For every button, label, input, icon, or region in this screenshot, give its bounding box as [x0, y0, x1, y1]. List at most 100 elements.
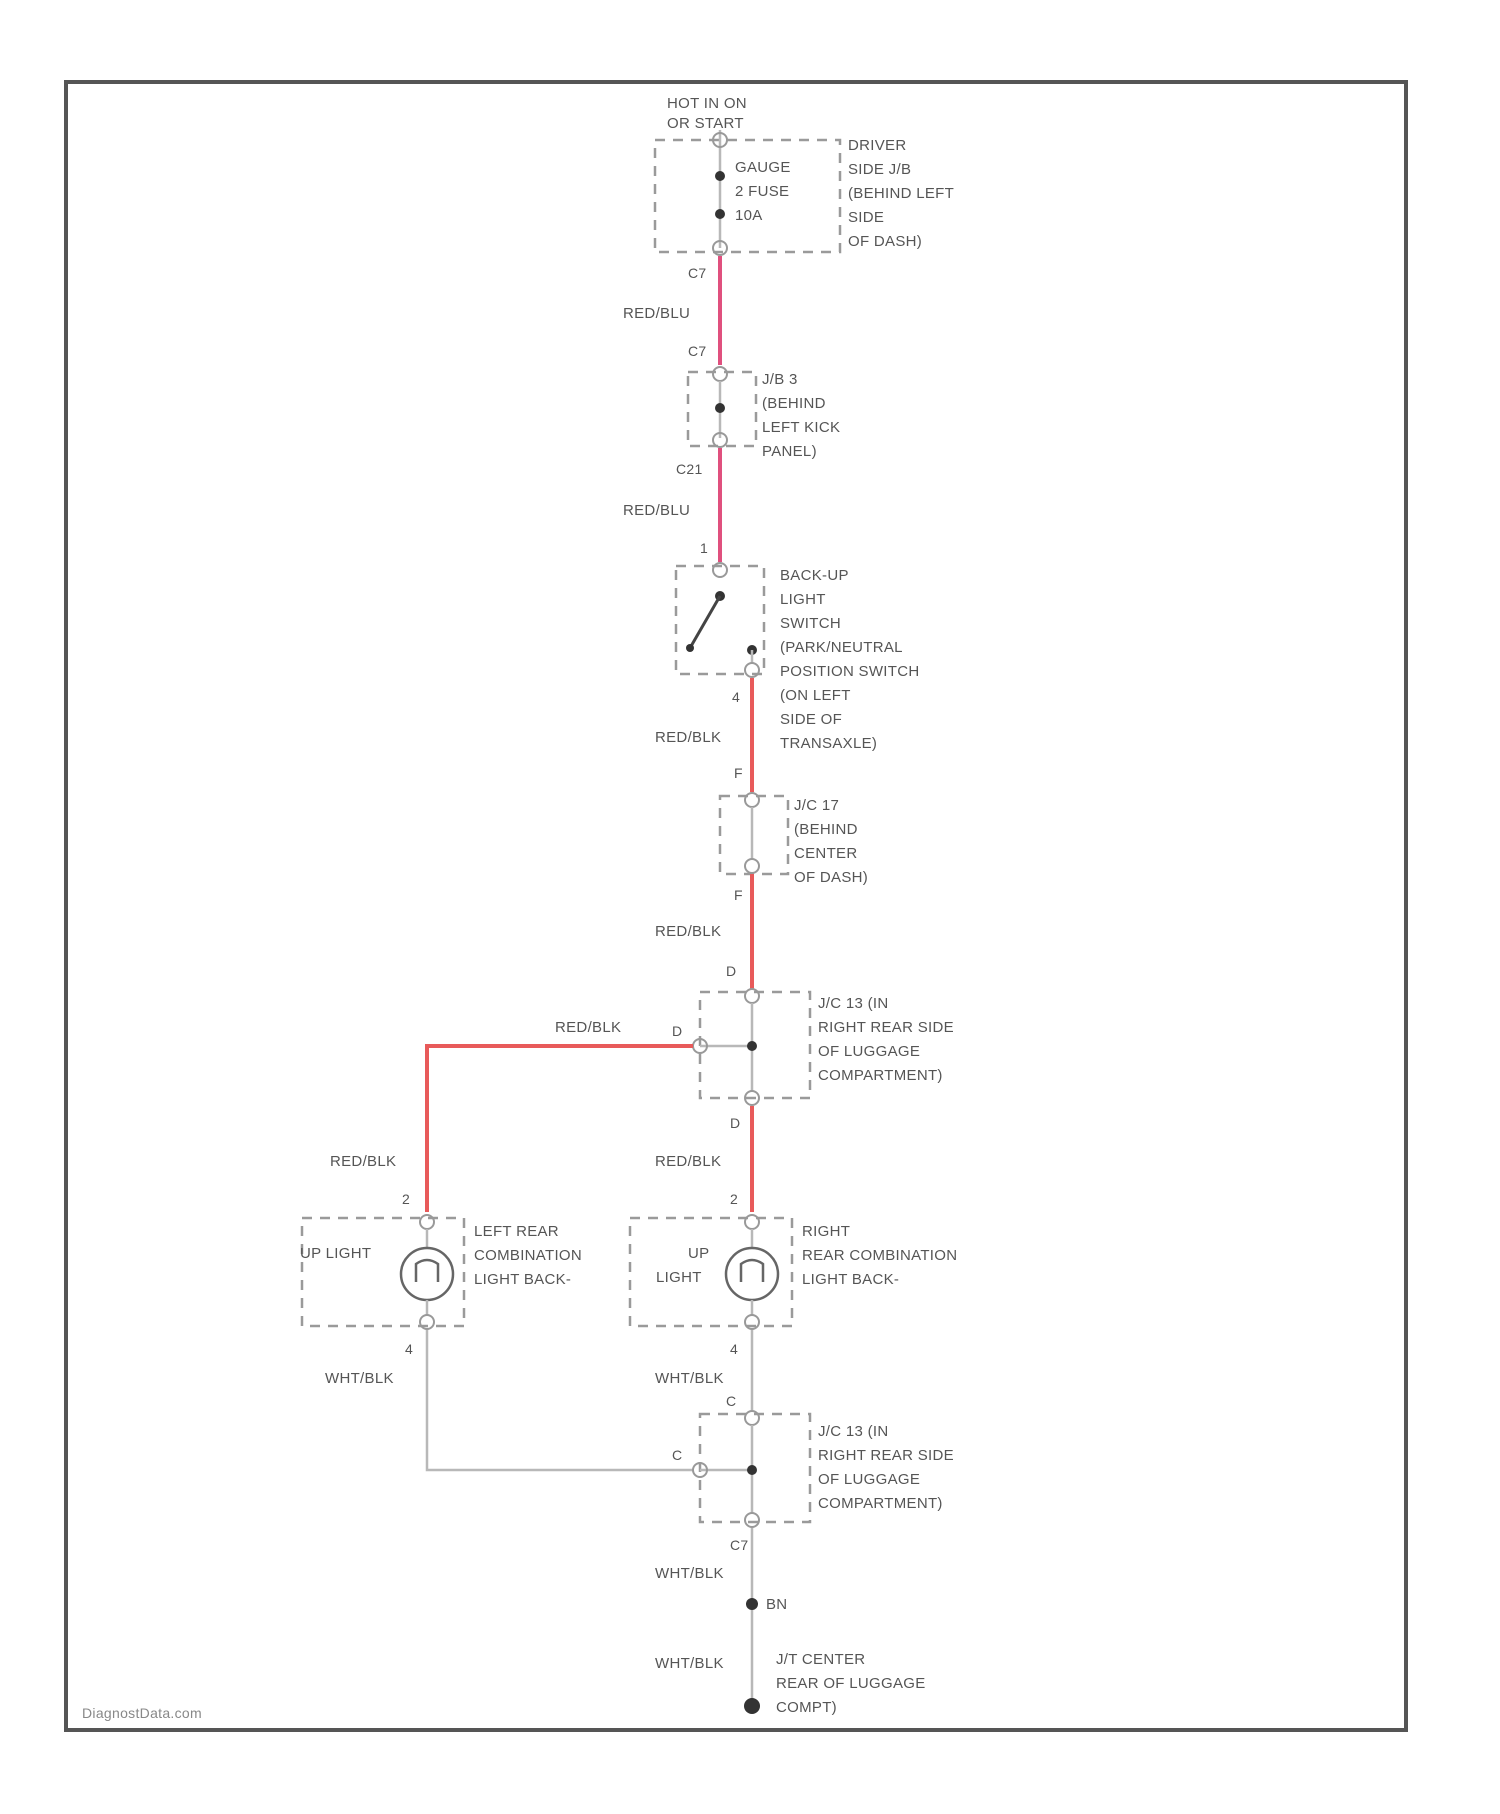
- jc13-upper-label-line-2: RIGHT REAR SIDE: [818, 1019, 954, 1036]
- jc17-top-terminal: [745, 793, 759, 807]
- jc13-upper-label-line-1: J/C 13 (IN: [818, 995, 889, 1012]
- left-lamp-label-line-3: LIGHT BACK-: [474, 1271, 571, 1288]
- fuse-label: GAUGE 2 FUSE 10A: [735, 159, 791, 224]
- ground-point: [744, 1698, 760, 1714]
- wire-label-6: RED/BLK: [330, 1153, 396, 1170]
- fuse-location-line-4: SIDE: [848, 209, 884, 226]
- jc13-upper-label: J/C 13 (IN RIGHT REAR SIDE OF LUGGAGE CO…: [818, 995, 954, 1084]
- power-source-line-2: OR START: [667, 115, 744, 132]
- jc13-lower-label: J/C 13 (IN RIGHT REAR SIDE OF LUGGAGE CO…: [818, 1423, 954, 1512]
- right-lamp-top-terminal: [745, 1215, 759, 1229]
- wire-label-7: RED/BLK: [655, 1153, 721, 1170]
- fuse-out-pin: C7: [688, 265, 707, 281]
- diagram-frame: [66, 82, 1406, 1730]
- fuse-label-line-3: 10A: [735, 207, 763, 224]
- fuse-label-line-2: 2 FUSE: [735, 183, 789, 200]
- left-lamp-bulb: [401, 1248, 453, 1300]
- left-lamp-label-line-1: LEFT REAR: [474, 1223, 559, 1240]
- jc17-label-line-4: OF DASH): [794, 869, 868, 886]
- jb3-node: [715, 403, 725, 413]
- right-lamp-filament: [741, 1260, 763, 1282]
- fuse-node-top: [715, 171, 725, 181]
- fuse-location-line-1: DRIVER: [848, 137, 906, 154]
- power-source-label: HOT IN ON OR START: [667, 95, 747, 132]
- jc17-label-line-2: (BEHIND: [794, 821, 858, 838]
- right-lamp-label-line-3: LIGHT BACK-: [802, 1271, 899, 1288]
- ground-label-line-1: J/T CENTER: [776, 1651, 865, 1668]
- ground-label-line-2: REAR OF LUGGAGE: [776, 1675, 926, 1692]
- switch-blade-tip: [686, 644, 694, 652]
- jc13-lower-label-line-2: RIGHT REAR SIDE: [818, 1447, 954, 1464]
- wire-label-1: RED/BLU: [623, 305, 690, 322]
- jc13-upper-node: [747, 1041, 757, 1051]
- jc13-lower-branch-pin: C: [672, 1447, 682, 1463]
- jc13-upper-out-pin: D: [730, 1115, 740, 1131]
- right-lamp-inner-label-line-1: UP: [688, 1245, 709, 1262]
- jb3-out-pin: C21: [676, 461, 703, 477]
- jb3-in-pin: C7: [688, 343, 707, 359]
- right-lamp-inner-label-line-2: LIGHT: [656, 1269, 702, 1286]
- right-lamp-out-pin: 4: [730, 1341, 738, 1357]
- jc13-lower-label-line-4: COMPARTMENT): [818, 1495, 943, 1512]
- power-source-line-1: HOT IN ON: [667, 95, 747, 112]
- switch-label-line-5: POSITION SWITCH: [780, 663, 920, 680]
- left-lamp-in-pin: 2: [402, 1191, 410, 1207]
- jc13-lower-bottom-terminal: [745, 1513, 759, 1527]
- wire-label-4: RED/BLK: [655, 923, 721, 940]
- jc13-lower-node: [747, 1465, 757, 1475]
- wire-label-9: WHT/BLK: [655, 1370, 724, 1387]
- ground-label: J/T CENTER REAR OF LUGGAGE COMPT): [776, 1651, 926, 1716]
- fuse-label-line-1: GAUGE: [735, 159, 791, 176]
- splice-node: [746, 1598, 758, 1610]
- wire-label-11: WHT/BLK: [655, 1655, 724, 1672]
- jc17-label: J/C 17 (BEHIND CENTER OF DASH): [794, 797, 868, 886]
- switch-label-line-3: SWITCH: [780, 615, 841, 632]
- left-lamp-out-pin: 4: [405, 1341, 413, 1357]
- switch-label-line-4: (PARK/NEUTRAL: [780, 639, 903, 656]
- jc13-lower-out-pin: C7: [730, 1537, 749, 1553]
- wire-label-8: WHT/BLK: [325, 1370, 394, 1387]
- jc13-lower-top-terminal: [745, 1411, 759, 1425]
- right-lamp-label-line-2: REAR COMBINATION: [802, 1247, 957, 1264]
- left-lamp-filament: [416, 1260, 438, 1282]
- left-lamp-label: LEFT REAR COMBINATION LIGHT BACK-: [474, 1223, 582, 1288]
- jc17-label-line-3: CENTER: [794, 845, 857, 862]
- switch-label: BACK-UP LIGHT SWITCH (PARK/NEUTRAL POSIT…: [780, 567, 920, 752]
- switch-label-line-8: TRANSAXLE): [780, 735, 877, 752]
- fuse-location-line-5: OF DASH): [848, 233, 922, 250]
- jc13-lower-in-pin: C: [726, 1393, 736, 1409]
- jb3-label-line-1: J/B 3: [762, 371, 798, 388]
- jc13-upper-branch-pin: D: [672, 1023, 682, 1039]
- switch-label-line-7: SIDE OF: [780, 711, 842, 728]
- wire-jc13-to-left-lamp: [427, 1046, 693, 1212]
- jb3-label: J/B 3 (BEHIND LEFT KICK PANEL): [762, 371, 840, 460]
- left-lamp-inner-label: UP LIGHT: [300, 1245, 371, 1262]
- jc17-bottom-terminal: [745, 859, 759, 873]
- right-lamp-box-outline: [630, 1218, 792, 1326]
- jb3-label-line-3: LEFT KICK: [762, 419, 840, 436]
- switch-label-line-2: LIGHT: [780, 591, 826, 608]
- watermark: DiagnostData.com: [82, 1705, 202, 1721]
- switch-in-pin: 1: [700, 540, 708, 556]
- right-lamp-inner-label: UP LIGHT: [656, 1245, 709, 1286]
- jc17-in-pin: F: [734, 765, 743, 781]
- jc13-upper-label-line-3: OF LUGGAGE: [818, 1043, 920, 1060]
- jc13-upper-in-pin: D: [726, 963, 736, 979]
- switch-label-line-6: (ON LEFT: [780, 687, 851, 704]
- wire-label-3: RED/BLK: [655, 729, 721, 746]
- left-lamp-label-line-2: COMBINATION: [474, 1247, 582, 1264]
- right-lamp-label: RIGHT REAR COMBINATION LIGHT BACK-: [802, 1223, 957, 1288]
- jb3-label-line-2: (BEHIND: [762, 395, 826, 412]
- jc13-upper-top-terminal: [745, 989, 759, 1003]
- left-lamp-top-terminal: [420, 1215, 434, 1229]
- jb3-top-terminal: [713, 367, 727, 381]
- wire-label-10: WHT/BLK: [655, 1565, 724, 1582]
- right-lamp-bulb: [726, 1248, 778, 1300]
- jc13-lower-label-line-1: J/C 13 (IN: [818, 1423, 889, 1440]
- wire-left-lamp-to-jc13-lower: [427, 1330, 693, 1470]
- switch-label-line-1: BACK-UP: [780, 567, 849, 584]
- jb3-label-line-4: PANEL): [762, 443, 817, 460]
- fuse-location-line-2: SIDE J/B: [848, 161, 911, 178]
- jc13-lower-label-line-3: OF LUGGAGE: [818, 1471, 920, 1488]
